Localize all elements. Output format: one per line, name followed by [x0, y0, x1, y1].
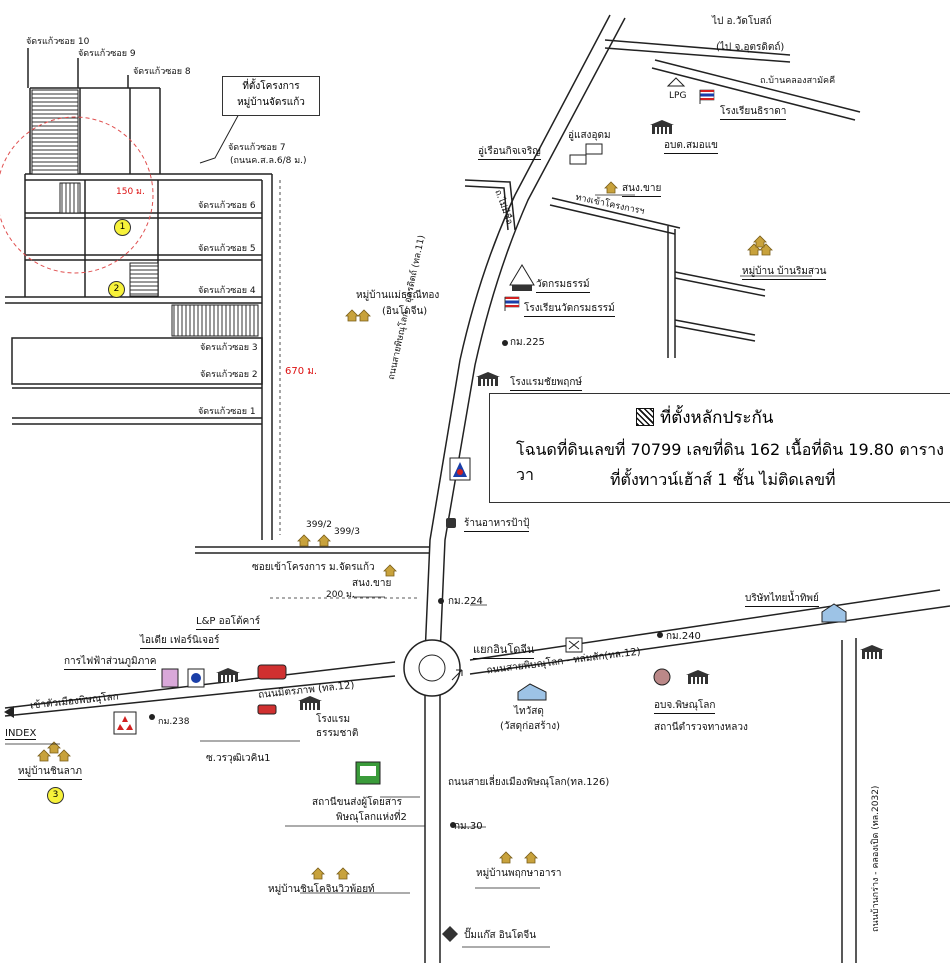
- label-police: อบจ.พิษณุโลก: [654, 698, 716, 714]
- label-soi3: จัดรแก้วซอย 3: [200, 343, 258, 353]
- police-icon: [653, 668, 671, 686]
- truck-icon: [569, 143, 603, 165]
- collateral-house: ที่ตั้งทาวน์เฮ้าส์ 1 ชั้น ไม่ติดเลขที่: [610, 470, 836, 489]
- label-399-3: 399/3: [334, 527, 360, 537]
- pea-icon: [161, 668, 179, 688]
- label-mae-village: หมู่บ้านแม่ธรณีทอง: [356, 290, 440, 301]
- label-hotel-dharma2: ธรรมชาติ: [316, 728, 359, 739]
- label-399-2: 399/2: [306, 520, 332, 530]
- label-school-sirithara: โรงเรียนธิราดา: [720, 104, 787, 120]
- label-police2: สถานีตำรวจทางหลวง: [654, 722, 748, 733]
- label-km224: กม.224: [448, 596, 483, 607]
- label-mae-village2: (อินโดจีน): [382, 306, 428, 317]
- label-lp-auto: L&P ออโต้คาร์: [196, 614, 261, 630]
- thainamthip-icon: [821, 603, 847, 623]
- lpg-icon: [666, 77, 686, 87]
- radius-circle: [0, 116, 154, 274]
- label-sonong1: สนง.ขาย: [622, 181, 662, 197]
- label-chinkok-view: หมู่บ้านชินโคจินวิวพ้อยท์: [268, 884, 375, 895]
- junction-sign-icon: [565, 637, 583, 653]
- label-km238: กม.238: [158, 717, 190, 727]
- roundabout: [403, 639, 461, 697]
- label-rim-suan: หมู่บ้าน บ้านริมสวน: [742, 264, 827, 280]
- label-pump: ปั๊มแก๊ส อินโดจีน: [464, 930, 537, 941]
- gas-station-icon: [449, 457, 471, 481]
- label-soi1: จัดรแก้วซอย 1: [198, 407, 256, 417]
- callout-line1: ที่ตั้งโครงการ: [242, 81, 300, 92]
- label-radius: 150 ม.: [116, 187, 145, 197]
- label-soi5: จัดรแก้วซอย 5: [198, 244, 256, 254]
- label-to-bankhlong: ถ.บ้านคลองสามัคคี: [760, 76, 836, 86]
- label-idea-furn: ไอเดีย เฟอร์นิเจอร์: [140, 633, 220, 649]
- collateral-info-box: ที่ตั้งหลักประกัน โฉนดที่ดินเลขที่ 70799…: [489, 393, 950, 503]
- label-chin-lao: หมู่บ้านชินลาภ: [18, 764, 82, 780]
- label-soi-varu: ซ.วรวุฒิเวคิน1: [206, 753, 271, 764]
- restaurant-icon: [446, 518, 456, 528]
- label-pea: การไฟฟ้าส่วนภูมิภาค: [64, 654, 157, 670]
- temple-icon: [509, 264, 535, 291]
- arrow-left-icon: [4, 706, 14, 718]
- gas-pump-icon: [442, 926, 458, 942]
- highway-12: [4, 589, 950, 717]
- collateral-deed: โฉนดที่ดินเลขที่ 70799 เลขที่ดิน 162 เนื…: [516, 440, 944, 484]
- label-bypass: ถนนสายเลี่ยงเมืองพิษณุโลก(ทล.126): [448, 777, 610, 788]
- label-soi6: จัดรแก้วซอย 6: [198, 201, 256, 211]
- collateral-title: ที่ตั้งหลักประกัน: [660, 408, 774, 428]
- label-road-2032: ถนนบ้านกร่าง - คลองเปิด (ทล.2032): [871, 785, 881, 932]
- label-to-uttaradit: (ไป จ.อุตรดิตถ์): [716, 42, 785, 53]
- north-arrow-icon: [451, 669, 463, 681]
- label-km225: กม.225: [510, 337, 545, 348]
- label-hotel-chai: โรงแรมชัยพฤกษ์: [510, 375, 582, 391]
- marker-1: 1: [114, 219, 131, 236]
- hatch-legend-swatch: [636, 408, 654, 426]
- car-icon: [257, 664, 287, 715]
- label-soi2: จัดรแก้วซอย 2: [200, 370, 258, 380]
- label-wat-kron: วัดกรมธรรม์: [536, 277, 590, 293]
- label-lpg: LPG: [669, 91, 687, 101]
- label-bus2: พิษณุโลกแห่งที่2: [336, 812, 407, 823]
- label-to-watbot: ไป อ.วัดโบสถ์: [712, 16, 772, 27]
- label-aorborto: อบต.สมอแข: [664, 138, 719, 154]
- highway-11: [424, 14, 626, 656]
- label-thaiwat: ไทวัสดุ: [514, 706, 544, 717]
- label-soi4: จัดรแก้วซอย 4: [198, 286, 256, 296]
- label-sonong2: สนง.ขาย: [352, 578, 392, 589]
- label-junction: แยกอินโดจีน: [473, 640, 535, 659]
- label-bus: สถานีขนส่งผู้โดยสาร: [312, 797, 402, 808]
- label-index: INDEX: [5, 728, 37, 740]
- label-soi7-road: (ถนนค.ส.ล.6/8 ม.): [230, 156, 307, 166]
- label-school-wat: โรงเรียนวัดกรมธรรม์: [524, 301, 615, 317]
- label-hotel-dharma: โรงแรม: [316, 714, 351, 725]
- label-thaiwat2: (วัสดุก่อสร้าง): [500, 721, 561, 732]
- label-soi9: จัดรแก้วซอย 9: [78, 49, 136, 59]
- project-location-callout: ที่ตั้งโครงการ หมู่บ้านจัดรแก้ว: [222, 76, 320, 116]
- callout-line2: หมู่บ้านจัดรแก้ว: [237, 97, 305, 108]
- label-670m: 670 ม.: [285, 366, 318, 377]
- label-km30: กม.30: [454, 821, 483, 832]
- label-project-road: ซอยเข้าโครงการ ม.จัดรแก้ว: [252, 562, 375, 573]
- project-subdivision: [5, 48, 273, 540]
- label-thai-nam: บริษัทไทยน้ำทิพย์: [745, 591, 819, 607]
- mitsubishi-icon: [117, 716, 133, 730]
- label-soi10: จัดรแก้วซอย 10: [26, 37, 90, 47]
- label-pruksa: หมู่บ้านพฤกษาอารา: [476, 868, 562, 879]
- label-soi7: จัดรแก้วซอย 7: [228, 143, 286, 153]
- label-200m: 200 ม.: [326, 590, 355, 600]
- label-restaurant: ร้านอาหารป้าปุ้: [464, 516, 530, 532]
- label-soi8: จัดรแก้วซอย 8: [133, 67, 191, 77]
- label-uchumpu: อู่แสงอุดม: [568, 130, 611, 141]
- label-uruan: อู่เรือนกิจเจริญ: [478, 144, 541, 160]
- marker-2: 2: [108, 281, 125, 298]
- label-km240: กม.240: [666, 631, 701, 642]
- marker-3: 3: [47, 787, 64, 804]
- thaiwatsadu-icon: [517, 683, 547, 701]
